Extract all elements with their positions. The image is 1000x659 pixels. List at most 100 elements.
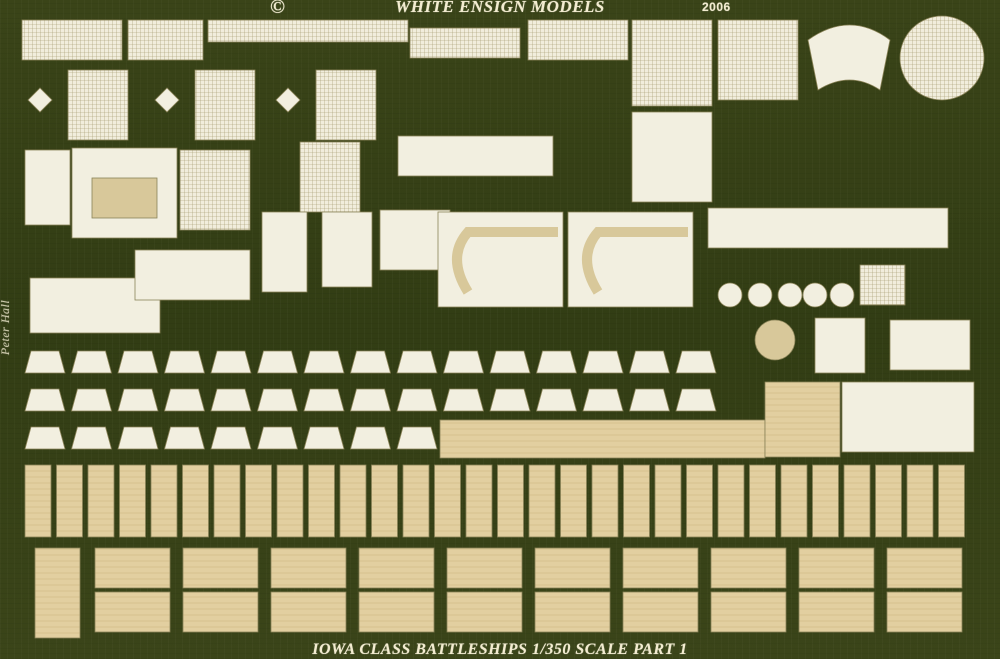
fitting-r2-2 <box>117 426 159 450</box>
top-rail-strip-1 <box>127 19 204 61</box>
door-21 <box>686 464 713 538</box>
mast-platform <box>814 317 866 374</box>
fitting-r1-5 <box>256 388 299 412</box>
cross-fitting-2 <box>275 87 301 113</box>
plate-bottom-9 <box>886 591 963 633</box>
door-0 <box>24 464 52 538</box>
wheel-1 <box>747 282 773 308</box>
plate-bottom-1 <box>182 591 259 633</box>
door-14 <box>465 464 493 538</box>
door-16 <box>528 464 556 538</box>
director-deck-1 <box>194 69 256 141</box>
star-plate <box>631 111 713 203</box>
year-mark: 2006 <box>702 0 731 14</box>
platform-grid-a <box>631 19 713 107</box>
door-19 <box>623 464 650 538</box>
fitting-r0-4 <box>210 350 252 374</box>
door-28 <box>906 464 934 538</box>
tower-frame <box>24 149 71 226</box>
fitting-r0-8 <box>396 350 438 374</box>
door-18 <box>591 464 619 538</box>
fitting-r2-7 <box>349 426 392 450</box>
door-3 <box>119 464 146 538</box>
plate-bottom-2 <box>270 591 347 633</box>
crane-arc-1 <box>582 227 688 295</box>
fitting-r1-12 <box>582 388 624 412</box>
plate-top-0 <box>94 547 171 589</box>
door-7 <box>245 464 272 538</box>
plate-top-1 <box>182 547 259 589</box>
door-20 <box>654 464 682 538</box>
rack-block <box>764 381 841 458</box>
top-rail-strip-2 <box>207 19 409 43</box>
top-rail-strip-4 <box>527 19 629 61</box>
plate-top-8 <box>798 547 875 589</box>
director-deck-3 <box>299 141 361 213</box>
plate-top-3 <box>358 547 435 589</box>
fitting-r1-6 <box>303 388 345 412</box>
fitting-r0-3 <box>163 350 206 374</box>
fitting-r2-8 <box>396 426 438 450</box>
rack-strip <box>439 419 766 459</box>
fitting-r0-1 <box>70 350 113 374</box>
top-rail-strip-0 <box>21 19 123 61</box>
door-2 <box>87 464 115 538</box>
plate-bottom-3 <box>358 591 435 633</box>
fitting-r2-6 <box>303 426 345 450</box>
plate-bottom-8 <box>798 591 875 633</box>
fitting-r1-8 <box>396 388 438 412</box>
plate-top-2 <box>270 547 347 589</box>
single-plate <box>34 547 81 639</box>
fitting-r1-7 <box>349 388 392 412</box>
door-6 <box>213 464 241 538</box>
fitting-r1-11 <box>535 388 578 412</box>
door-4 <box>150 464 178 538</box>
plate-top-6 <box>622 547 699 589</box>
director-deck-2 <box>315 69 377 141</box>
fitting-r1-0 <box>24 388 66 412</box>
fitting-r0-14 <box>675 350 717 374</box>
ladder-block <box>841 381 975 453</box>
door-27 <box>875 464 902 538</box>
fitting-r1-9 <box>442 388 485 412</box>
fitting-r2-0 <box>24 426 66 450</box>
plate-top-9 <box>886 547 963 589</box>
door-5 <box>182 464 209 538</box>
fitting-r1-14 <box>675 388 717 412</box>
fitting-r2-3 <box>163 426 206 450</box>
bridge-window-frame <box>91 177 158 219</box>
fret-title: IOWA CLASS BATTLESHIPS 1/350 SCALE PART … <box>312 641 688 658</box>
door-11 <box>371 464 398 538</box>
bracket-part <box>321 211 373 288</box>
fitting-r0-2 <box>117 350 159 374</box>
platform-grid-b <box>717 19 799 101</box>
maker-name: WHITE ENSIGN MODELS <box>395 0 605 16</box>
door-1 <box>56 464 83 538</box>
fitting-r0-11 <box>535 350 578 374</box>
door-15 <box>497 464 524 538</box>
fitting-r0-7 <box>349 350 392 374</box>
wheel-4 <box>829 282 855 308</box>
door-23 <box>749 464 776 538</box>
plate-bottom-7 <box>710 591 787 633</box>
fitting-r0-12 <box>582 350 624 374</box>
catwalk-part <box>397 135 554 177</box>
director-deck-0 <box>67 69 129 141</box>
door-10 <box>339 464 367 538</box>
cross-fitting-0 <box>27 87 53 113</box>
door-12 <box>402 464 430 538</box>
deck-ladder-set <box>179 149 251 231</box>
door-8 <box>276 464 304 538</box>
boom-rail <box>707 207 949 249</box>
door-17 <box>560 464 587 538</box>
door-25 <box>812 464 839 538</box>
fitting-r0-5 <box>256 350 299 374</box>
plate-bottom-0 <box>94 591 171 633</box>
small-grid <box>859 264 906 306</box>
curved-shield <box>807 24 891 91</box>
door-29 <box>938 464 965 538</box>
top-rail-strip-3 <box>409 27 521 59</box>
fitting-r0-9 <box>442 350 485 374</box>
